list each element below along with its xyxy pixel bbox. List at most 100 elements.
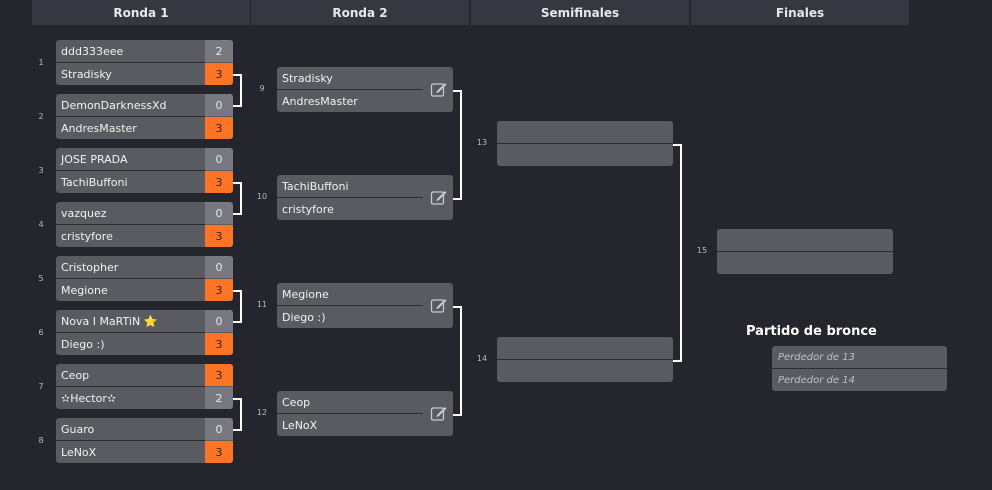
final-match-card[interactable]	[717, 229, 893, 274]
player-score: 0	[205, 148, 233, 170]
player-name: Megione	[61, 283, 108, 297]
row-divider	[277, 197, 423, 198]
match-number: 14	[476, 354, 488, 363]
row-divider	[56, 440, 205, 441]
placeholder-label: Perdedor de 14	[778, 374, 855, 386]
row-divider	[497, 143, 673, 144]
player-row[interactable]: AndresMaster	[277, 90, 453, 112]
edit-icon[interactable]	[430, 80, 448, 98]
match-number: 3	[38, 166, 44, 175]
player-name: ddd333eee	[61, 44, 124, 58]
player-row[interactable]: Nova I MaRTiN ⭐0	[56, 310, 233, 332]
match-card[interactable]: TachiBuffoni cristyfore	[277, 175, 453, 220]
match-card[interactable]	[497, 121, 673, 166]
row-divider	[56, 170, 205, 171]
row-divider	[56, 278, 205, 279]
player-score: 2	[205, 387, 233, 409]
player-row[interactable]: Ceop	[277, 391, 453, 413]
row-divider	[277, 305, 423, 306]
header-ronda-2: Ronda 2	[251, 0, 469, 25]
row-divider	[56, 116, 205, 117]
player-score: 3	[205, 364, 233, 386]
player-name: Stradisky	[61, 67, 112, 81]
row-divider	[717, 251, 893, 252]
player-score: 3	[205, 171, 233, 193]
header-finales: Finales	[691, 0, 909, 25]
player-score: 0	[205, 202, 233, 224]
edit-icon[interactable]	[430, 296, 448, 314]
bracket-connector	[240, 74, 242, 107]
player-row[interactable]: Megione	[277, 283, 453, 305]
bracket-connector	[460, 306, 462, 416]
bracket-connector	[460, 90, 462, 200]
edit-icon[interactable]	[430, 188, 448, 206]
row-divider	[772, 368, 947, 369]
player-name: TachiBuffoni	[282, 179, 349, 193]
player-name: Stradisky	[282, 71, 333, 85]
bracket-connector	[233, 105, 242, 107]
bracket-connector	[233, 321, 242, 323]
header-semifinales: Semifinales	[471, 0, 689, 25]
player-score: 0	[205, 310, 233, 332]
match-number: 4	[38, 220, 44, 229]
player-name: Guaro	[61, 422, 95, 436]
bracket-connector	[240, 182, 242, 215]
header-ronda-1: Ronda 1	[32, 0, 250, 25]
player-name: AndresMaster	[61, 121, 137, 135]
bronze-title: Partido de bronce	[746, 324, 877, 339]
player-row[interactable]: cristyfore	[277, 198, 453, 220]
player-name: JOSE PRADA	[61, 152, 128, 166]
player-row[interactable]: LeNoX	[277, 414, 453, 436]
player-score: 3	[205, 117, 233, 139]
match-number: 5	[38, 274, 44, 283]
edit-icon[interactable]	[430, 404, 448, 422]
bracket-connector	[453, 306, 462, 308]
player-row[interactable]: Guaro 0	[56, 418, 233, 440]
match-number: 2	[38, 112, 44, 121]
match-card[interactable]	[497, 337, 673, 382]
player-score: 0	[205, 418, 233, 440]
row-divider	[277, 89, 423, 90]
match-number: 1	[38, 58, 44, 67]
row-divider	[56, 332, 205, 333]
player-score: 3	[205, 441, 233, 463]
player-row[interactable]: Stradisky	[277, 67, 453, 89]
player-row[interactable]: AndresMaster 3	[56, 117, 233, 139]
player-row[interactable]: TachiBuffoni	[277, 175, 453, 197]
player-name: vazquez	[61, 206, 107, 220]
match-number: 8	[38, 436, 44, 445]
player-score: 0	[205, 94, 233, 116]
player-row[interactable]: vazquez 0	[56, 202, 233, 224]
player-row[interactable]: Diego :)3	[56, 333, 233, 355]
bracket-connector	[233, 182, 242, 184]
player-name: Megione	[282, 287, 329, 301]
bracket-connector	[453, 90, 462, 92]
player-score: 0	[205, 256, 233, 278]
player-row[interactable]: JOSE PRADA 0	[56, 148, 233, 170]
player-row[interactable]: Diego :)	[277, 306, 453, 328]
bracket-connector	[453, 414, 462, 416]
player-row[interactable]: ✫Hector✫2	[56, 387, 233, 409]
bracket-connector	[233, 290, 242, 292]
